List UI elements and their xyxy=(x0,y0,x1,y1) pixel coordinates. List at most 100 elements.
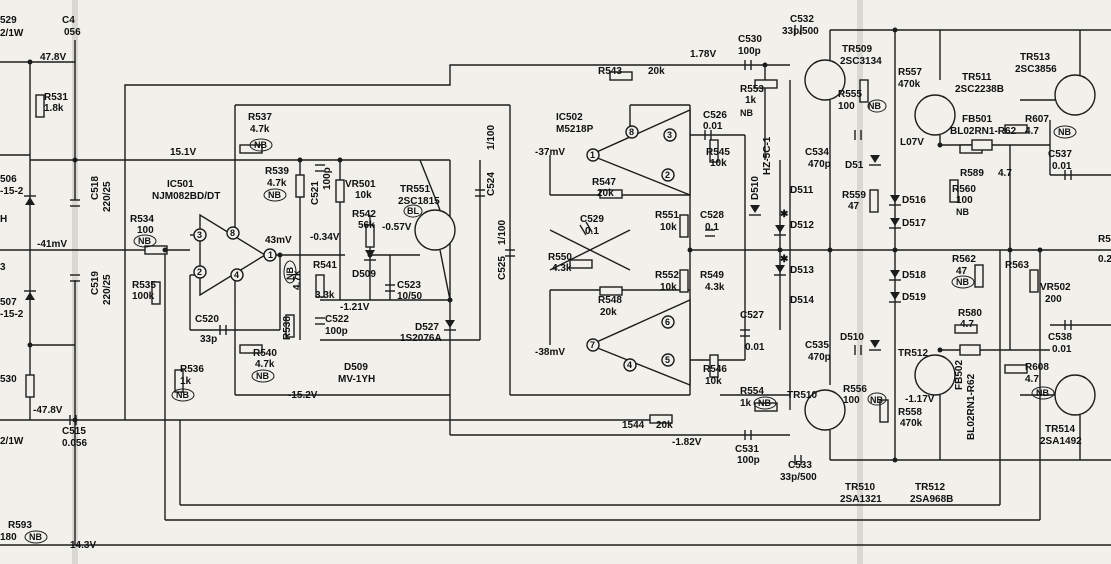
r546-label: R546 xyxy=(703,364,727,375)
ic502-lower-voltage: -38mV xyxy=(535,347,565,358)
tr551-part: 2SC1815 xyxy=(398,196,440,207)
c531-value: 100p xyxy=(737,455,760,466)
r530-value: 2/1W xyxy=(0,436,24,447)
r553-label: R553 xyxy=(740,84,764,95)
r529-label: 529 xyxy=(0,15,17,26)
fb501-label: FB501 xyxy=(962,114,992,125)
rail-pos-voltage: 47.8V xyxy=(40,52,66,63)
star-mark: ✱ xyxy=(780,254,789,265)
c529-label: C529 xyxy=(580,214,604,225)
capacitor-symbols xyxy=(69,25,1072,465)
c525-label: C525 xyxy=(497,256,508,280)
node-41mv: -41mV xyxy=(37,239,67,250)
d519-label: D519 xyxy=(902,292,926,303)
c538-label: C538 xyxy=(1048,332,1072,343)
diode-symbols xyxy=(24,155,901,351)
c522-label: C522 xyxy=(325,314,349,325)
c532-label: C532 xyxy=(790,14,814,25)
r589-label: R589 xyxy=(960,168,984,179)
c521-value: 100p xyxy=(322,167,333,190)
c527-value: 0.01 xyxy=(745,342,765,353)
c537-value: 0.01 xyxy=(1052,161,1072,172)
c522-value: 100p xyxy=(325,326,348,337)
r580-value: 4.7 xyxy=(960,319,974,330)
r557-label: R557 xyxy=(898,67,922,78)
r558-value: 470k xyxy=(900,418,923,429)
nb-markers xyxy=(24,99,1077,544)
c530-label: C530 xyxy=(738,34,762,45)
d510-label: D510 xyxy=(750,176,761,200)
tr511-part: 2SC2238B xyxy=(955,84,1004,95)
rail-15v2: -15.2V xyxy=(288,390,318,401)
bl-badge: BL xyxy=(407,206,419,216)
c527-label: C527 xyxy=(740,310,764,321)
c530-value: 100p xyxy=(738,46,761,57)
r547-value: 20k xyxy=(597,188,614,199)
r551-label: R551 xyxy=(655,210,679,221)
d509-diode-label: D509 xyxy=(352,269,376,280)
d510-part: HZ-5C-1 xyxy=(762,136,773,175)
r551-value: 10k xyxy=(660,222,677,233)
ic501-pin-2: 2 xyxy=(197,267,202,277)
c520-label: C520 xyxy=(195,314,219,325)
r548-label: R548 xyxy=(598,295,622,306)
d527-part: 1S2076A xyxy=(400,333,442,344)
r549-value: 4.3k xyxy=(705,282,725,293)
c524-label: C524 xyxy=(486,172,497,196)
pin-markers xyxy=(193,125,677,372)
tr512-part: 2SA968B xyxy=(910,494,953,505)
ic502-pin-6: 6 xyxy=(665,317,670,327)
r544-label: 1544 xyxy=(622,420,645,431)
r547-label: R547 xyxy=(592,177,616,188)
ic501-part: NJM082BD/DT xyxy=(152,191,220,202)
r538-label: R538 xyxy=(282,316,293,340)
c533-label: C533 xyxy=(788,460,812,471)
nb-badge: NB xyxy=(1058,127,1071,137)
d51x-label: D51 xyxy=(845,160,864,171)
node-121v: -1.21V xyxy=(340,302,370,313)
r545-value: 10k xyxy=(710,158,727,169)
c538-value: 0.01 xyxy=(1052,344,1072,355)
r557-value: 470k xyxy=(898,79,921,90)
resistor-symbols xyxy=(25,71,1039,424)
c526-value: 0.01 xyxy=(703,121,723,132)
vr501-value: 10k xyxy=(355,190,372,201)
nb-badge: NB xyxy=(29,532,42,542)
star-mark: ✱ xyxy=(780,209,789,220)
d518-label: D518 xyxy=(902,270,926,281)
r546-value: 10k xyxy=(705,376,722,387)
ic501-pin-3: 3 xyxy=(197,230,202,240)
c535-value: 470p xyxy=(808,352,831,363)
nb-badge: NB xyxy=(285,267,295,280)
r550-label: R550 xyxy=(548,252,572,263)
r542-label: R542 xyxy=(352,209,376,220)
ic501-pin-1: 1 xyxy=(268,250,273,260)
r562-label: R562 xyxy=(952,254,976,265)
r608-label: R608 xyxy=(1025,362,1049,373)
c534-value: 470p xyxy=(808,159,831,170)
c524-value: 1/100 xyxy=(486,125,497,150)
r541-label: R541 xyxy=(313,260,337,271)
rail-neg-voltage: -47.8V xyxy=(33,405,63,416)
transistor-symbols xyxy=(414,59,1096,431)
r531-label: R531 xyxy=(44,92,68,103)
ic502-pin-3: 3 xyxy=(667,130,672,140)
tr509-label: TR509 xyxy=(842,44,872,55)
tr510-part: 2SA1321 xyxy=(840,494,882,505)
c523-value: 10/50 xyxy=(397,291,422,302)
node-107v: L07V xyxy=(900,137,924,148)
r556-label: R556 xyxy=(843,384,867,395)
nb-badge: NB xyxy=(268,190,281,200)
r554-value: 1k xyxy=(740,398,752,409)
r539-value: 4.7k xyxy=(267,178,287,189)
tr513-part: 2SC3856 xyxy=(1015,64,1057,75)
vr501-label: VR501 xyxy=(345,179,376,190)
tr510-bottom-label: TR510 xyxy=(845,482,875,493)
r556-value: 100 xyxy=(843,395,860,406)
d516-label: D516 xyxy=(902,195,926,206)
fb501-part: BL02RN1-R62 xyxy=(950,126,1017,137)
r537-label: R537 xyxy=(248,112,272,123)
d507-part: -15-2 xyxy=(0,309,24,320)
r550-value: 4.3k xyxy=(552,263,572,274)
r555-value: 100 xyxy=(838,101,855,112)
